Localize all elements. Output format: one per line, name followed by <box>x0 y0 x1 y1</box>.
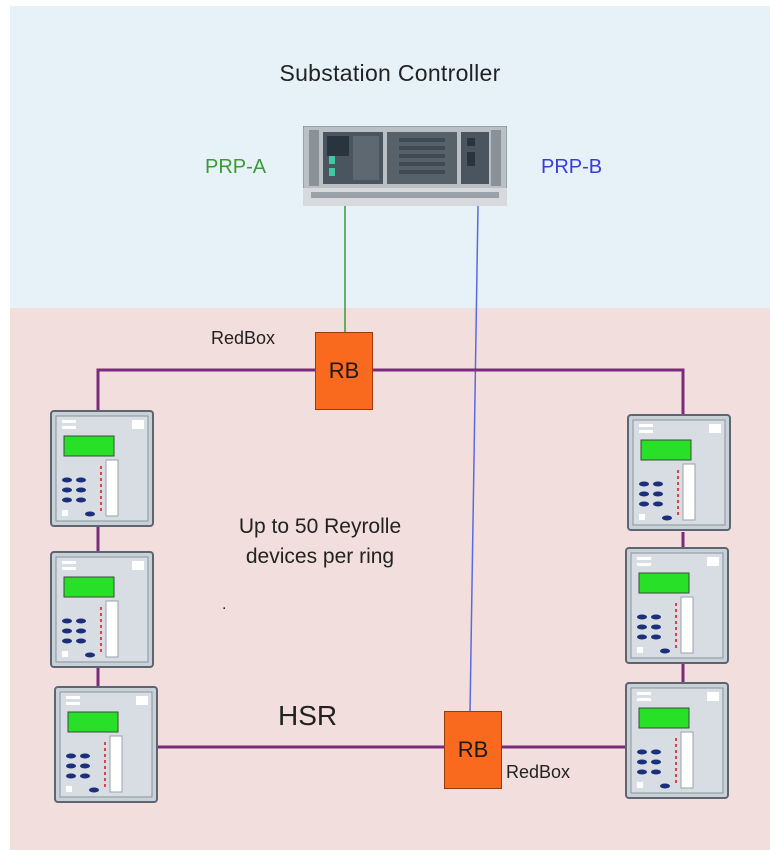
caption-line-1: Up to 50 Reyrolle <box>238 515 402 538</box>
prp-b-label: PRP-B <box>541 156 603 178</box>
relay-device-left-2 <box>50 551 154 668</box>
diagram-title: Substation Controller <box>279 60 501 86</box>
redbox-top-label: RB <box>328 358 360 383</box>
caption-line-2: devices per ring <box>245 545 395 568</box>
stray-mark: . <box>222 596 227 613</box>
ring-capacity-caption: Up to 50 Reyrolle devices per ring <box>180 512 460 572</box>
prp-a-label: PRP-A <box>205 156 267 178</box>
relay-device-left-3 <box>54 686 158 803</box>
relay-device-right-3 <box>625 682 729 799</box>
hsr-label: HSR <box>278 700 338 731</box>
substation-controller-icon <box>303 126 507 206</box>
redbox-label-top: RedBox <box>211 328 276 348</box>
redbox-bottom-label: RB <box>457 737 489 762</box>
relay-device-right-2 <box>625 547 729 664</box>
hsr-ring-top <box>96 368 685 416</box>
redbox-label-bottom: RedBox <box>506 762 571 782</box>
redbox-bottom: RB <box>444 711 502 789</box>
redbox-top: RB <box>315 332 373 410</box>
prp-b-link <box>469 205 479 713</box>
relay-device-right-1 <box>627 414 731 531</box>
relay-device-left-1 <box>50 410 154 527</box>
